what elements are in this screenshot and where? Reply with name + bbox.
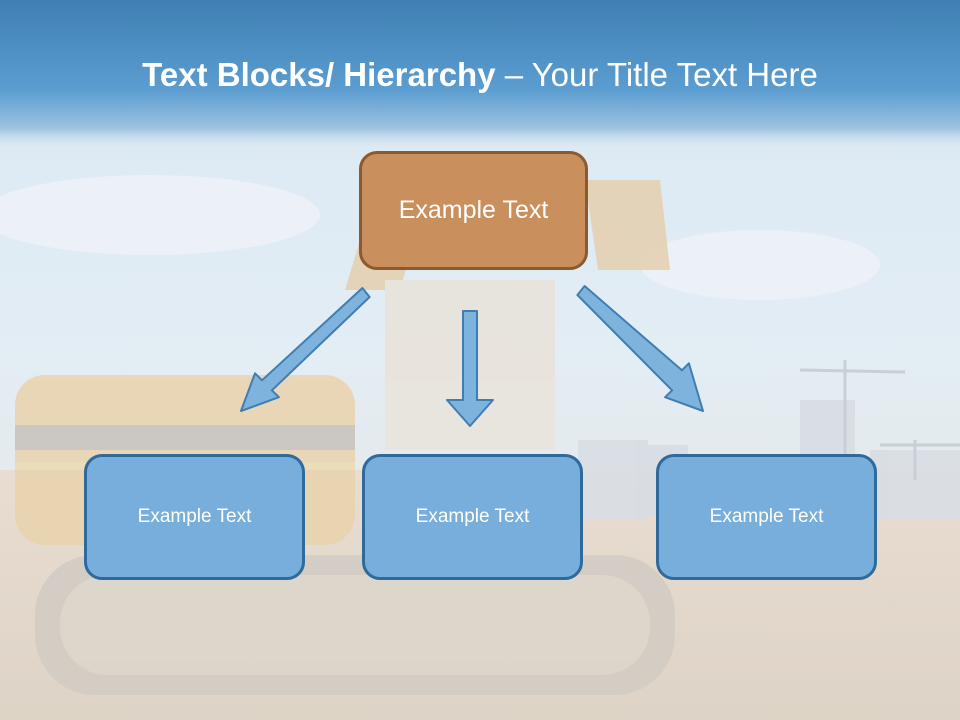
child-box-right: Example Text [656, 454, 877, 580]
arrow-to-right-box [576, 285, 704, 412]
title-bold-part: Text Blocks/ Hierarchy [142, 56, 496, 93]
slide-title: Text Blocks/ Hierarchy – Your Title Text… [0, 50, 960, 100]
arrow-to-left-box [240, 287, 371, 412]
child-box-left-label: Example Text [137, 506, 252, 527]
top-level-box-label: Example Text [398, 196, 549, 224]
title-regular-part: Your Title Text Here [531, 56, 818, 93]
child-box-center-label: Example Text [415, 506, 530, 527]
arrow-to-center-box [446, 310, 494, 427]
top-level-box: Example Text [359, 151, 588, 270]
child-box-center: Example Text [362, 454, 583, 580]
child-box-right-label: Example Text [709, 506, 824, 527]
title-dash: – [495, 56, 532, 93]
child-box-left: Example Text [84, 454, 305, 580]
